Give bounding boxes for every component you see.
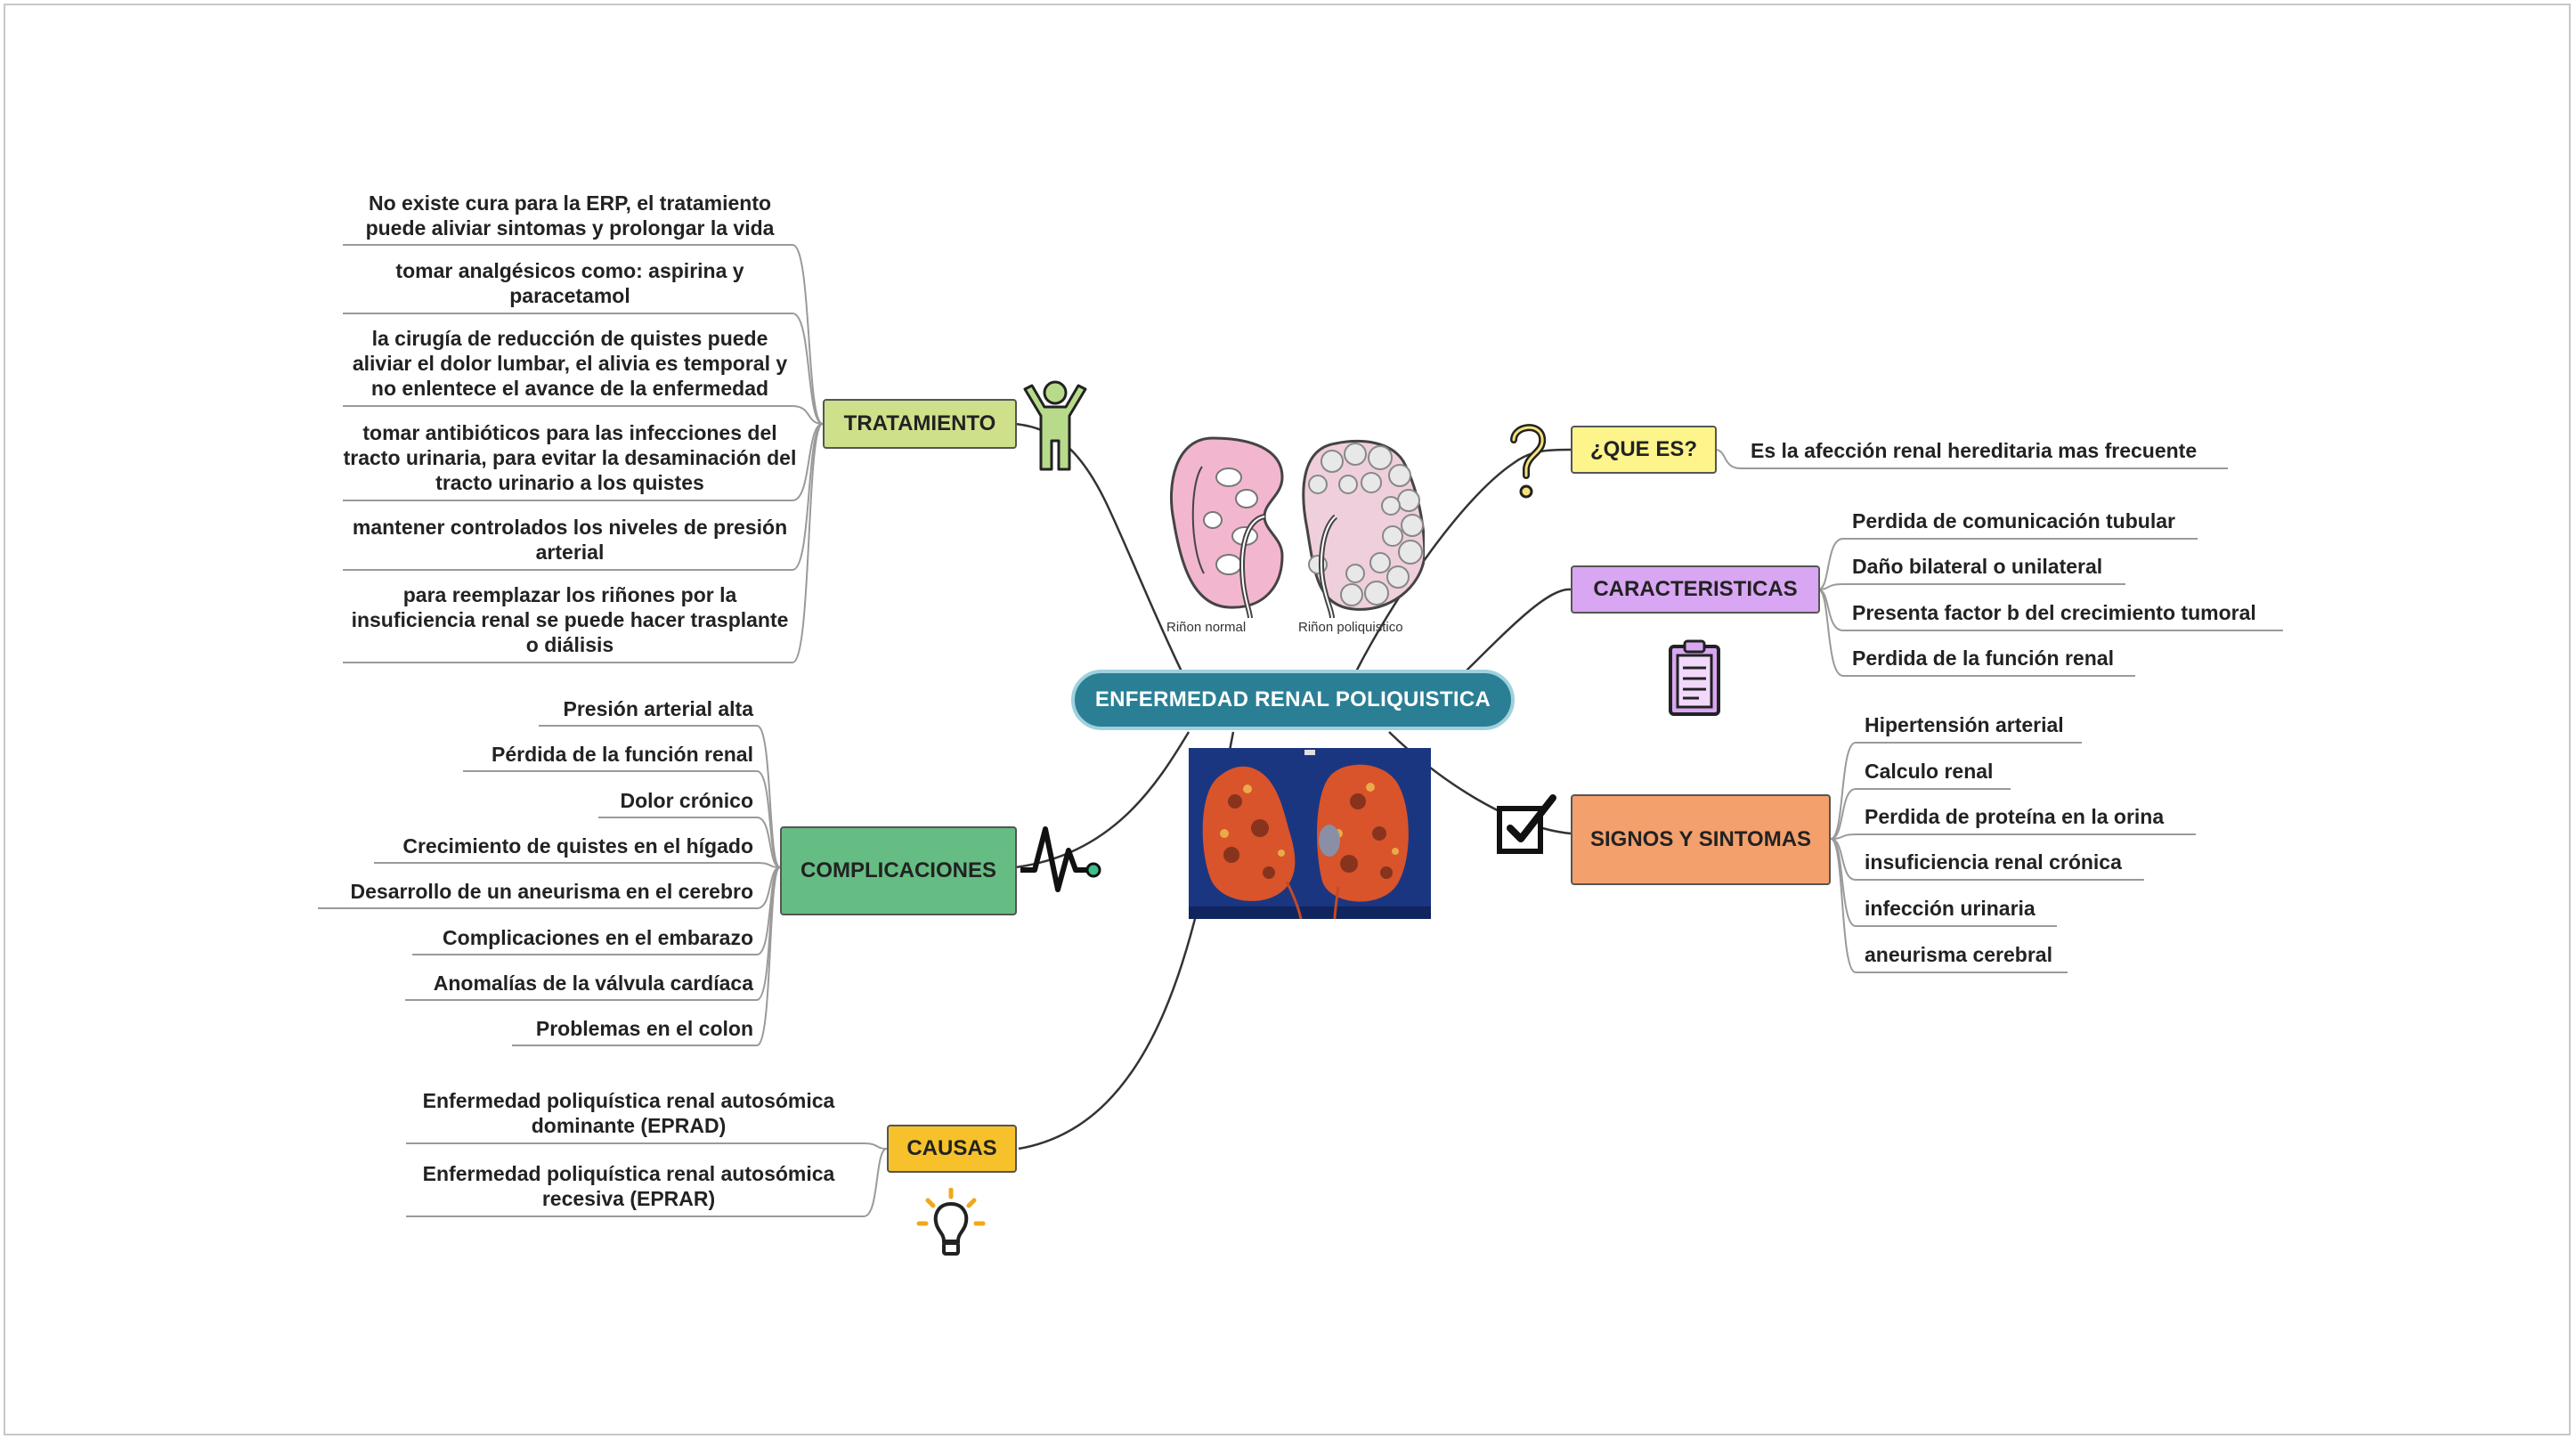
signos-item-1: Hipertensión arterial — [1865, 713, 2064, 736]
clipboard-icon — [1667, 639, 1722, 718]
link-que-es — [1352, 448, 1572, 678]
caption-normal: Riñon normal — [1166, 620, 1247, 635]
leaf-line-comp-8 — [512, 866, 781, 1046]
leaf-line-que-1 — [1714, 449, 2228, 469]
kidney-illustration: Riñon normal Riñon poliquistico — [1158, 431, 1426, 641]
tratamiento-item-2: tomar analgésicos como: aspirina y parac… — [395, 259, 744, 307]
leaf-line-sig-6 — [1830, 838, 2068, 973]
complicaciones-item-1: Presión arterial alta — [563, 697, 754, 720]
branch-que-es[interactable]: ¿QUE ES? — [1571, 426, 1717, 474]
signos-item-5: infección urinaria — [1865, 897, 2036, 920]
question-icon — [1505, 419, 1549, 504]
leaf-line-car-4 — [1817, 589, 2135, 677]
complicaciones-item-7: Anomalías de la válvula cardíaca — [433, 972, 753, 995]
leaf-line-causas-2 — [406, 1148, 888, 1217]
complicaciones-item-2: Pérdida de la función renal — [492, 743, 753, 766]
central-topic[interactable]: ENFERMEDAD RENAL POLIQUISTICA — [1071, 670, 1515, 730]
leaf-line-trat-2 — [343, 313, 824, 425]
complicaciones-item-6: Complicaciones en el embarazo — [443, 926, 753, 949]
kidney-photo — [1189, 748, 1431, 920]
leaf-line-causas-1 — [406, 1142, 888, 1150]
complicaciones-item-4: Crecimiento de quistes en el hígado — [402, 834, 753, 858]
lightbulb-icon — [915, 1187, 987, 1259]
leaf-line-trat-3 — [343, 405, 824, 425]
tratamiento-item-3: la cirugía de reducción de quistes puede… — [352, 327, 788, 400]
complicaciones-item-3: Dolor crónico — [620, 789, 753, 812]
caracteristicas-item-1: Perdida de comunicación tubular — [1852, 509, 2175, 533]
complicaciones-item-5: Desarrollo de un aneurisma en el cerebro — [350, 880, 754, 903]
link-caracteristicas — [1459, 588, 1572, 678]
caracteristicas-item-4: Perdida de la función renal — [1852, 646, 2114, 670]
leaf-line-sig-4 — [1830, 838, 2144, 881]
person-icon — [1020, 378, 1091, 475]
leaf-line-car-2 — [1817, 583, 2125, 590]
branch-tratamiento[interactable]: TRATAMIENTO — [823, 399, 1017, 449]
leaf-line-sig-1 — [1830, 742, 2082, 840]
leaf-line-sig-3 — [1830, 833, 2196, 840]
branch-signos-sintomas[interactable]: SIGNOS Y SINTOMAS — [1571, 794, 1831, 885]
leaf-line-sig-2 — [1830, 788, 2011, 840]
signos-item-4: insuficiencia renal crónica — [1865, 850, 2122, 874]
checkbox-icon — [1496, 793, 1558, 857]
heartbeat-icon — [1019, 824, 1102, 895]
tratamiento-item-6: para reemplazar los riñones por la insuf… — [351, 583, 789, 656]
branch-causas[interactable]: CAUSAS — [887, 1125, 1017, 1173]
complicaciones-item-8: Problemas en el colon — [535, 1017, 753, 1040]
leaf-line-comp-4 — [374, 862, 781, 868]
caracteristicas-item-2: Daño bilateral o unilateral — [1852, 555, 2103, 578]
tratamiento-item-4: tomar antibióticos para las infecciones … — [343, 421, 797, 494]
leaf-line-comp-3 — [598, 817, 781, 868]
leaf-line-trat-1 — [343, 244, 824, 425]
tratamiento-item-1: No existe cura para la ERP, el tratamien… — [365, 191, 775, 240]
causas-item-2: Enfermedad poliquística renal autosómica… — [422, 1162, 835, 1210]
leaf-line-trat-4 — [343, 423, 824, 501]
causas-item-1: Enfermedad poliquística renal autosómica… — [422, 1089, 835, 1137]
leaf-line-car-1 — [1817, 538, 2198, 590]
signos-item-3: Perdida de proteína en la orina — [1865, 805, 2165, 828]
branch-caracteristicas[interactable]: CARACTERISTICAS — [1571, 565, 1820, 614]
que-es-item-1: Es la afección renal hereditaria mas fre… — [1751, 439, 2198, 462]
leaf-line-comp-2 — [463, 770, 781, 868]
signos-item-2: Calculo renal — [1865, 760, 1994, 783]
caracteristicas-item-3: Presenta factor b del crecimiento tumora… — [1852, 601, 2256, 624]
signos-item-6: aneurisma cerebral — [1865, 943, 2052, 966]
tratamiento-item-5: mantener controlados los niveles de pres… — [352, 516, 788, 564]
canvas-border — [4, 4, 2571, 1435]
leaf-line-trat-6 — [343, 423, 824, 663]
caption-poly: Riñon poliquistico — [1298, 620, 1403, 635]
branch-complicaciones[interactable]: COMPLICACIONES — [780, 826, 1017, 915]
leaf-line-trat-5 — [343, 423, 824, 571]
